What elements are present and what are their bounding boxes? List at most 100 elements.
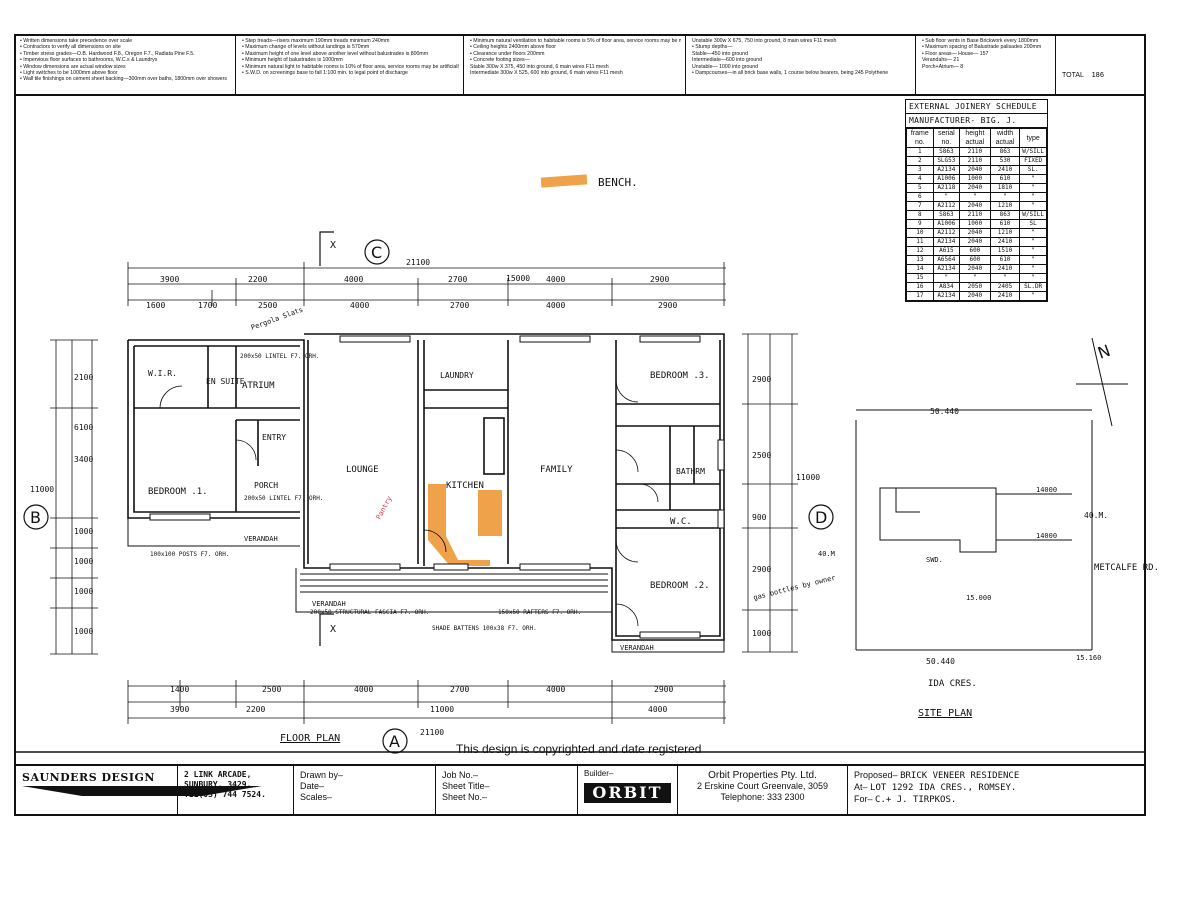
dim-ticks-right	[742, 333, 798, 653]
site-depth-a: 14000	[1036, 486, 1057, 494]
room-wc: W.C.	[670, 517, 692, 527]
note-line: Unstable 300w X 675, 750 into ground, 8 …	[692, 38, 837, 44]
dim-top-row1: 4000	[344, 275, 363, 284]
site-corner: 15.160	[1076, 654, 1101, 662]
schedule-cell: 2110	[959, 156, 991, 166]
dim-top-row2: 2500	[258, 301, 277, 310]
site-depth-b: 14000	[1036, 532, 1057, 540]
note-line: • Stump depths—	[692, 44, 733, 51]
site-top-dim: 50.440	[930, 407, 959, 416]
note-line: • Sub floor vents in Base Brickwork ever…	[922, 38, 1039, 44]
grid-c-label: C	[371, 243, 382, 262]
note-line: • Timber stress grades—O.B. Hardwood F.8…	[20, 50, 195, 57]
schedule-cell: 7	[906, 201, 934, 211]
area-total-value: 186	[1091, 71, 1105, 79]
wet-area-partitions	[616, 403, 720, 529]
schedule-cell: 2110	[959, 210, 991, 220]
schedule-cell: "	[989, 192, 1021, 202]
schedule-cell: 2	[906, 156, 934, 166]
schedule-cell: SLG53	[932, 156, 961, 166]
floor-plan-label: FLOOR PLAN	[280, 733, 340, 744]
dim-left: 6100	[74, 423, 93, 432]
schedule-cell: 5	[906, 183, 934, 193]
note-line: • Minimum natural ventilation to habitab…	[470, 38, 681, 44]
note-line: • Minimum natural light to habitable roo…	[242, 63, 459, 70]
schedule-cell: SL	[1019, 219, 1047, 229]
room-bed3: BEDROOM .3.	[650, 371, 710, 381]
schedule-cell: "	[1019, 201, 1047, 211]
note-line: Stable—450 into ground	[692, 50, 748, 57]
external-wall	[128, 333, 725, 641]
section-mark-bottom	[319, 613, 334, 646]
note-line: • S.W.D. on screenings base to fall 1:10…	[242, 70, 408, 77]
area-total-label: TOTAL	[1062, 72, 1084, 79]
schedule-cell: 2405	[989, 282, 1021, 292]
job-no: Job No.–	[442, 770, 479, 780]
dim-bottom-row1: 1400	[170, 685, 189, 694]
schedule-cell: 1810	[989, 183, 1021, 193]
dim-ticks-left	[50, 339, 98, 655]
schedule-cell: A2134	[932, 165, 961, 175]
door-swing-3	[615, 449, 639, 473]
note-line: • Impervious floor surfaces to bathrooms…	[20, 57, 158, 64]
note-line: • Maximum change of levels without landi…	[242, 44, 370, 51]
note-rafters: 150x50 RAFTERS F7. ORH.	[498, 609, 581, 616]
dim-left: 2100	[74, 373, 93, 382]
note-line: • Window dimensions are actual window si…	[20, 63, 126, 70]
dim-left-total: 11000	[30, 485, 54, 494]
firm-address-2: SUNBURY. 3429.	[184, 780, 252, 789]
dim-top-row1: 2900	[650, 275, 669, 284]
note-line: Verandahs— 21	[922, 57, 960, 64]
verandah-right-line	[611, 636, 725, 653]
schedule-cell: 2410	[989, 237, 1021, 247]
schedule-cell: 13	[906, 255, 934, 265]
site-bottom-dim: 50.440	[926, 657, 955, 666]
room-porch: PORCH	[254, 481, 278, 490]
window-j17	[329, 563, 401, 571]
island-bench	[483, 417, 505, 475]
note-line: • Clearance under floors 200mm	[470, 50, 545, 57]
firm-logo-icon	[22, 786, 262, 796]
schedule-cell: SL.	[1019, 165, 1047, 175]
door-swing-7	[639, 483, 659, 503]
north-arrow	[1076, 337, 1128, 427]
window-j7	[339, 335, 411, 343]
dim-top-row1: 2200	[248, 275, 267, 284]
general-notes-strip: • Written dimensions take precedence ove…	[14, 34, 1146, 96]
schedule-cell: 2410	[989, 264, 1021, 274]
schedule-cell: 2040	[959, 237, 991, 247]
schedule-cell: S863	[932, 147, 961, 157]
builder-name: Orbit Properties Pty. Ltd.	[708, 770, 817, 781]
schedule-cell: "	[1019, 273, 1047, 283]
site-left-dim: 40.M	[818, 550, 835, 558]
site-swd: SWD.	[926, 556, 943, 564]
label-verandah-left: VERANDAH	[244, 535, 278, 543]
for-label: For–	[854, 794, 873, 804]
grid-d-circle	[808, 504, 834, 530]
dim-left: 1000	[74, 627, 93, 636]
dim-top-row2: 4000	[546, 301, 565, 310]
schedule-cell: 8	[906, 210, 934, 220]
room-wir: W.I.R.	[148, 369, 177, 378]
drawn-by: Drawn by–	[300, 770, 344, 780]
schedule-cell: SL.DR	[1019, 282, 1047, 292]
note-line: • Floor areas— House— 157	[922, 50, 989, 57]
at-value: LOT 1292 IDA CRES., ROMSEY.	[870, 783, 1017, 793]
grid-a-label: A	[389, 732, 400, 751]
proposed-value: BRICK VENEER RESIDENCE	[900, 771, 1020, 781]
internal-wall-line	[133, 340, 721, 637]
dim-left: 3400	[74, 455, 93, 464]
door-swing-6	[423, 529, 447, 553]
schedule-cell: 16	[906, 282, 934, 292]
dim-bottom-row2: 3900	[170, 705, 189, 714]
schedule-manufacturer: MANUFACTURER- BIG. J.	[906, 114, 1047, 128]
schedule-cell: "	[1019, 246, 1047, 256]
schedule-row: 15""""	[906, 273, 1047, 283]
builder-address: 2 Erskine Court Greenvale, 3059	[696, 781, 829, 791]
schedule-cell: 2410	[989, 291, 1021, 301]
schedule-cell: 17	[906, 291, 934, 301]
